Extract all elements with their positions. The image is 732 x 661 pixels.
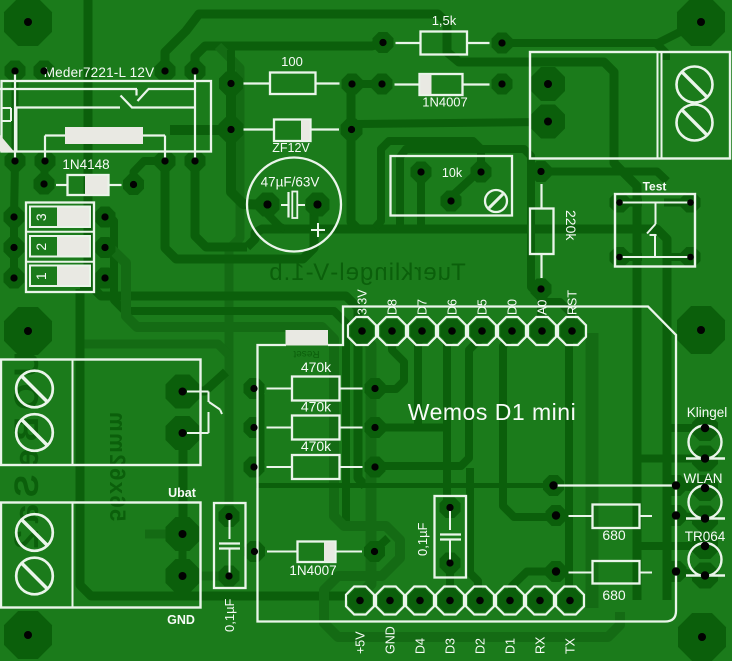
svg-text:D5: D5 [476,299,490,315]
svg-text:Test: Test [643,180,667,194]
svg-text:A0: A0 [536,300,550,315]
svg-text:680: 680 [602,527,626,543]
svg-text:D1: D1 [504,638,518,654]
svg-text:10k: 10k [442,166,463,180]
svg-text:220k: 220k [563,210,579,241]
svg-text:Klingel: Klingel [687,405,728,420]
svg-text:1N4007: 1N4007 [289,563,336,578]
svg-text:0,1µF: 0,1µF [415,522,430,556]
svg-text:WLAN: WLAN [683,471,722,486]
svg-text:RX: RX [534,636,548,654]
svg-text:UOBeSa2: UOBeSa2 [8,352,46,556]
svg-text:RST: RST [566,290,580,315]
svg-text:D6: D6 [446,299,460,315]
svg-text:TX: TX [564,637,578,654]
svg-text:D3: D3 [444,638,458,654]
svg-text:1,5k: 1,5k [432,13,457,28]
svg-text:GND: GND [167,613,195,627]
svg-text:Wemos D1 mini: Wemos D1 mini [408,399,576,425]
svg-text:TR064: TR064 [685,529,726,544]
svg-text:2: 2 [33,243,49,251]
svg-text:1: 1 [33,272,49,280]
svg-text:D4: D4 [414,638,428,654]
svg-text:Ubat: Ubat [168,486,197,500]
svg-text:1N4007: 1N4007 [422,95,468,110]
svg-text:Tuerklingel-V-1.b: Tuerklingel-V-1.b [268,259,466,286]
svg-text:D0: D0 [506,299,520,315]
svg-text:D7: D7 [416,299,430,315]
svg-text:470k: 470k [301,359,332,375]
svg-text:D8: D8 [386,299,400,315]
svg-text:3: 3 [33,213,49,221]
svg-text:Reset: Reset [293,348,319,359]
svg-text:+5V: +5V [354,631,368,654]
svg-text:1N4148: 1N4148 [62,157,109,172]
svg-text:0,1µF: 0,1µF [222,598,237,632]
svg-text:680: 680 [602,587,626,603]
svg-text:100: 100 [281,54,303,69]
svg-text:GND: GND [384,626,398,654]
svg-text:47µF/63V: 47µF/63V [261,175,320,190]
svg-text:470k: 470k [301,399,332,415]
svg-text:470k: 470k [301,438,332,454]
svg-text:3,3V: 3,3V [356,289,370,315]
svg-text:ZF12V: ZF12V [272,141,310,155]
svg-text:D2: D2 [474,638,488,654]
svg-text:Meder7221-L 12V: Meder7221-L 12V [44,65,155,80]
